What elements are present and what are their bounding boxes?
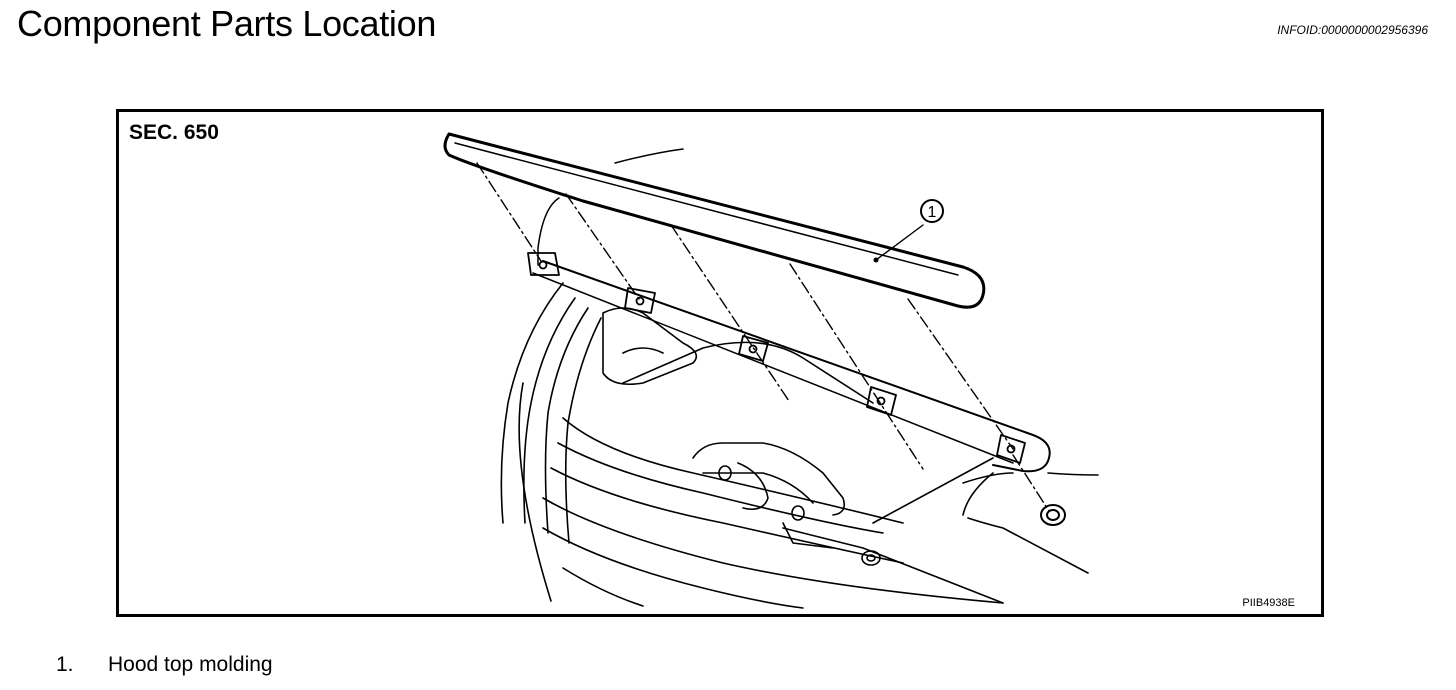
radiator-support (622, 341, 1089, 604)
section-label: SEC. 650 (129, 121, 219, 144)
hood-molding-illustration: 1 (443, 132, 1099, 609)
legend-label: Hood top molding (108, 653, 273, 676)
hood-front-inner (532, 272, 1014, 464)
hood-front-edge (542, 260, 1051, 473)
figure-code: PIIB4938E (1242, 597, 1295, 609)
callout-dot (873, 257, 879, 263)
callout-leader (875, 224, 924, 261)
figure-frame: 1 SEC. 650 PIIB4938E (116, 109, 1324, 617)
nut-icon (1040, 504, 1066, 526)
molding-outline (443, 132, 986, 309)
legend-item: 1. Hood top molding (56, 652, 273, 678)
clip-pads (527, 252, 1026, 464)
info-id: INFOID:0000000002956396 (1277, 23, 1428, 37)
page-title: Component Parts Location (17, 3, 437, 44)
hood-side (537, 197, 560, 266)
hood-lock-assembly (602, 307, 846, 549)
callout-number: 1 (928, 204, 937, 221)
molding-edge (454, 142, 959, 276)
grille-bars (500, 282, 1004, 609)
alignment-lines (476, 162, 1050, 512)
callout-circle (920, 199, 944, 223)
legend-number: 1. (56, 653, 74, 676)
fender-line (1047, 472, 1099, 476)
hood-edge-upper (614, 148, 684, 164)
